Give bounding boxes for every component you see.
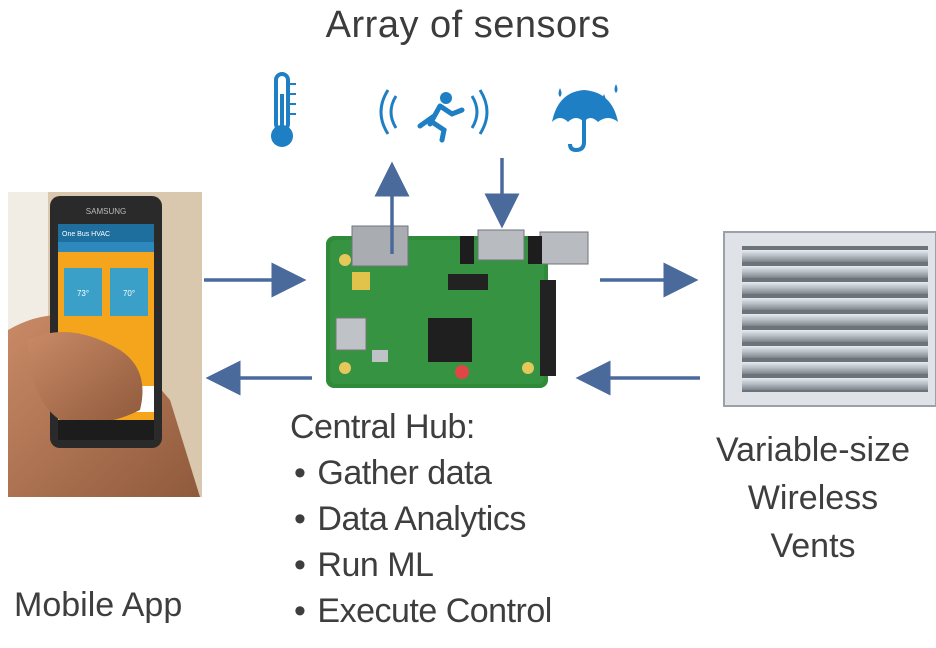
phone-brand: SAMSUNG [86, 207, 126, 216]
vents-label: Variable-size Wireless Vents [690, 426, 936, 570]
hub-task-item: Execute Control [290, 588, 552, 634]
mobile-app-label: Mobile App [14, 586, 183, 624]
hub-task-item: Gather data [290, 450, 552, 496]
vents-label-line: Wireless [747, 479, 879, 517]
vents-label-line: Vents [770, 527, 856, 565]
app-title: One Bus HVAC [62, 231, 110, 238]
rain-umbrella-icon [552, 84, 618, 153]
motion-sensor-icon [379, 89, 489, 143]
hub-task-list: Gather data Data Analytics Run ML Execut… [290, 450, 552, 634]
hub-task-item: Data Analytics [290, 496, 552, 542]
vents-label-line: Variable-size [715, 431, 910, 469]
hub-task-item: Run ML [290, 542, 552, 588]
central-hub-description: Central Hub: Gather data Data Analytics … [290, 404, 552, 634]
setpoint-value: 73° [77, 289, 89, 298]
thermometer-icon [271, 72, 296, 147]
hub-title: Central Hub: [290, 408, 475, 446]
mobile-app-photo: SAMSUNG One Bus HVAC 73° 70° [8, 192, 202, 497]
central-hub-board [326, 225, 589, 388]
diagram-title: Array of sensors [325, 4, 611, 46]
current-value: 70° [123, 289, 135, 298]
vent-grille-image [723, 231, 936, 407]
